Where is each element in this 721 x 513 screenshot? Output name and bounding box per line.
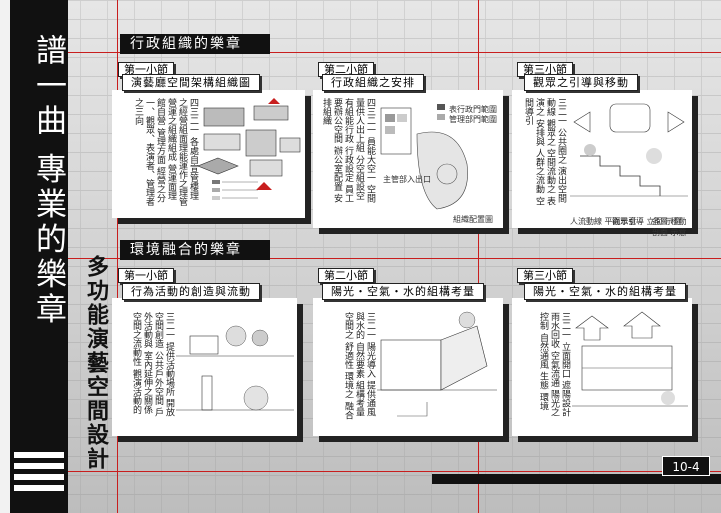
activity-section-sketch — [176, 325, 294, 411]
climate-section-sketch — [377, 311, 497, 417]
section-header-1: 行政組織的樂章 — [120, 34, 270, 54]
section-label-2-1: 第一小節 — [118, 268, 174, 283]
card-body-text: 四三二一 各處自宣管樓理之經營組面理能運作之理管 營運之組織組成 營運面理 館自… — [133, 98, 198, 206]
heading-1-1: 演藝廳空間架構組織圖 — [122, 74, 260, 91]
card-row2-2: 三二一 陽光導入 提供通風 與水的 自然要素 組構考量 空間之 舒適性 環境之 … — [313, 298, 503, 436]
card-row2-1: 三二一 提供活動場所 開放空間創造 公共戶外空間 戶外活動與 室內延伸之關係 空… — [112, 298, 297, 436]
red-guide-line-top — [0, 52, 721, 53]
heading-2-1: 行為活動的創造與流動 — [122, 283, 260, 300]
caption-3: 各層 移動 剖面 示意 — [652, 217, 687, 237]
section-header-2: 環境融合的樂章 — [120, 240, 270, 260]
card-body-text: 三二一 陽光導入 提供通風 與水的 自然要素 組構考量 空間之 舒適性 環境之 … — [343, 312, 375, 420]
vertical-subtitle: 多功能演藝空間設計 — [83, 255, 109, 471]
title-bar — [10, 0, 68, 513]
card-body-text: 三二一 立面開口 遮陽設計 雨水回收 空氣流通 陽光之控制 自然通風 生態 環境 — [538, 312, 570, 417]
entrance-caption: 主管部入出口 — [383, 175, 431, 184]
caption-2: 觀眾引導 立面 示意 — [612, 217, 682, 226]
card-row1-2: 四三二一 員能大空一 空間量供人出上組 分空組設空 有組能行政 行政設定 員工要… — [313, 90, 503, 228]
stripe-ornament — [14, 452, 64, 496]
caption-1: 人流動線 平面示意 — [570, 217, 637, 226]
section-label-2-3: 第三小節 — [517, 268, 573, 283]
left-edge — [0, 0, 10, 513]
section-label-1-1: 第一小節 — [118, 62, 174, 77]
card-row1-1: 四三二一 各處自宣管樓理之經營組面理能運作之理管 營運之組織組成 營運面理 館自… — [112, 90, 305, 218]
footer-bar — [432, 474, 721, 484]
heading-2-2: 陽光・空氣・水的組構考量 — [322, 283, 484, 300]
card-body-text: 四三二一 員能大空一 空間量供人出上組 分空組設空 有組能行政 行政設定 員工要… — [321, 98, 375, 203]
legend-item-1: 表行政門範圍 — [449, 105, 497, 114]
map-caption: 組織配置圖 — [453, 215, 493, 224]
circulation-diagram — [570, 103, 688, 197]
red-guide-line-v2 — [478, 0, 479, 513]
card-row2-3: 三二一 立面開口 遮陽設計 雨水回收 空氣流通 陽光之控制 自然通風 生態 環境 — [512, 298, 692, 436]
card-body-text: 三二一 提供活動場所 開放空間創造 公共戶外空間 戶外活動與 室內延伸之關係 空… — [131, 312, 174, 417]
facade-section-sketch — [572, 311, 688, 407]
card-body-text: 三二一 公共圈之 演出空間動線 觀眾之 空間流動之 表演之 安排與 人群之流動 … — [523, 98, 566, 206]
heading-2-3: 陽光・空氣・水的組構考量 — [524, 283, 686, 300]
heading-1-3: 觀眾之引導與移動 — [524, 74, 638, 91]
heading-1-2: 行政組織之安排 — [322, 74, 424, 91]
layout-plan-diagram — [380, 104, 468, 210]
card-row1-3: 三二一 公共圈之 演出空間動線 觀眾之 空間流動之 表演之 安排與 人群之流動 … — [512, 90, 692, 237]
red-guide-line-v1 — [117, 0, 118, 513]
org-chart-diagram — [198, 98, 301, 200]
vertical-title: 譜一曲 專業的樂章 — [30, 34, 66, 328]
red-guide-line-bottom — [0, 471, 721, 472]
red-guide-line-mid — [0, 258, 721, 259]
page-number: 10-4 — [662, 456, 710, 476]
legend-item-2: 管理部門範圍 — [449, 115, 497, 124]
section-label-2-2: 第二小節 — [318, 268, 374, 283]
